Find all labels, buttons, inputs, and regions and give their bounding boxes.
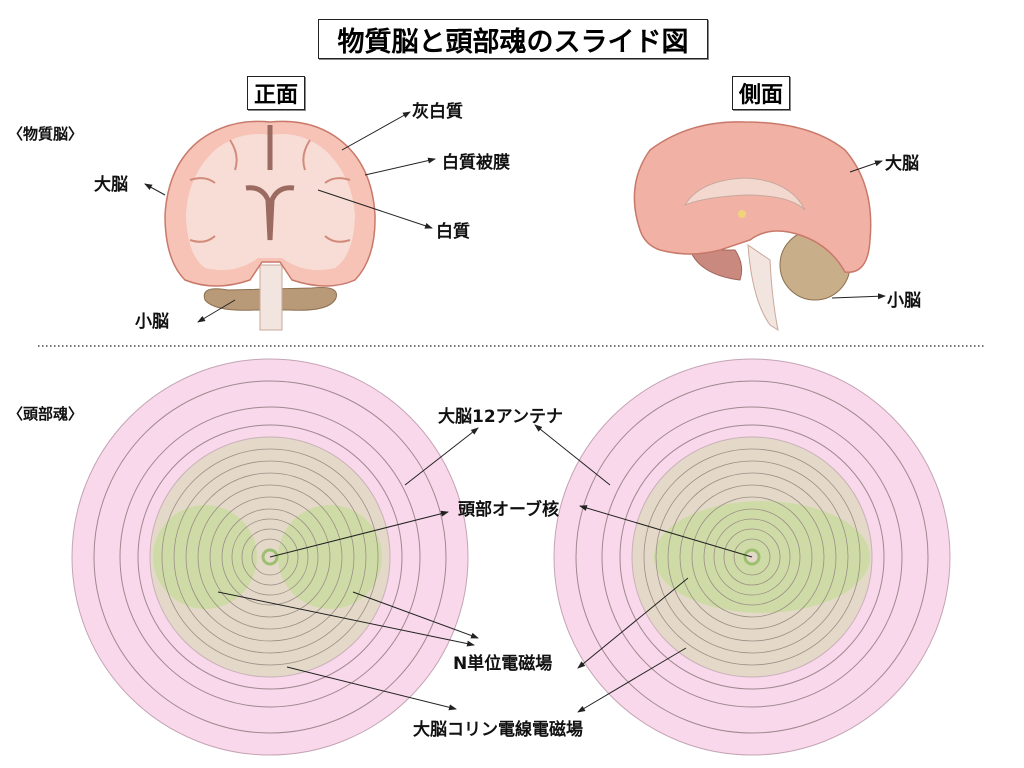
label-gray-matter: 灰白質 bbox=[412, 102, 463, 122]
side-brain-illustration bbox=[633, 121, 872, 332]
front-view-label: 正面 bbox=[247, 76, 305, 110]
label-cerebellum-side: 小脳 bbox=[887, 291, 921, 311]
front-brain-illustration bbox=[164, 120, 376, 331]
side-view-label: 側面 bbox=[732, 76, 790, 110]
label-choline-field: 大脳コリン電線電磁場 bbox=[413, 720, 583, 740]
label-white-matter: 白質 bbox=[436, 222, 470, 242]
label-white-matter-capsule: 白質被膜 bbox=[442, 153, 510, 173]
material-brain-heading: 〈物質脳〉 bbox=[8, 125, 84, 143]
label-antenna: 大脳12アンテナ bbox=[438, 407, 563, 427]
label-n-field: N単位電磁場 bbox=[453, 654, 553, 674]
leader-arrows bbox=[144, 111, 886, 713]
label-cerebrum-side: 大脳 bbox=[885, 154, 919, 174]
slide-title: 物質脳と頭部魂のスライド図 bbox=[318, 19, 708, 59]
head-soul-heading: 〈頭部魂〉 bbox=[8, 405, 84, 423]
label-cerebellum-front: 小脳 bbox=[135, 312, 169, 332]
label-orb-core: 頭部オーブ核 bbox=[458, 500, 559, 520]
label-cerebrum-front: 大脳 bbox=[94, 175, 128, 195]
